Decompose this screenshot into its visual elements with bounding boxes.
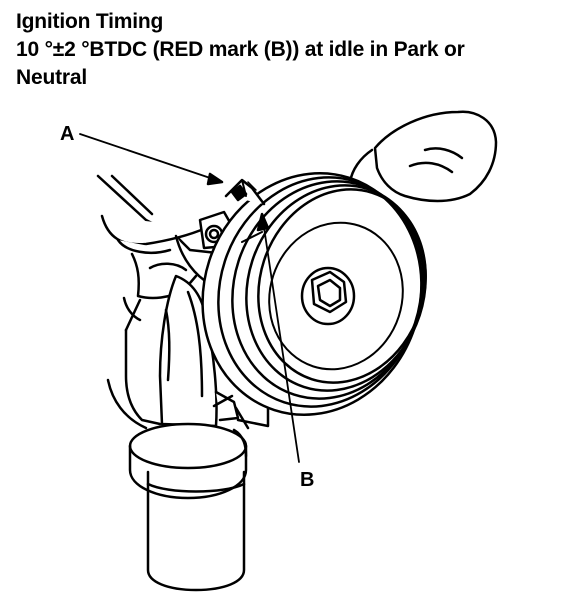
heading-spec-line-cont: Neutral — [16, 66, 87, 89]
heading-spec-line: 10 °±2 °BTDC (RED mark (B)) at idle in P… — [16, 38, 465, 61]
callout-b-label: B — [300, 469, 314, 491]
lower-bracket — [234, 406, 270, 430]
hand-outline — [348, 110, 498, 203]
pulley-center-bolt — [300, 266, 356, 326]
callout-a-leader — [79, 133, 224, 186]
callout-b-leader — [256, 212, 300, 463]
callout-a-label: A — [60, 123, 74, 145]
heading-title: Ignition Timing — [16, 10, 164, 33]
oil-filter — [128, 422, 248, 592]
timing-pointer — [224, 178, 266, 206]
procedure-heading: Ignition Timing 10 °±2 °BTDC (RED mark (… — [16, 8, 568, 92]
